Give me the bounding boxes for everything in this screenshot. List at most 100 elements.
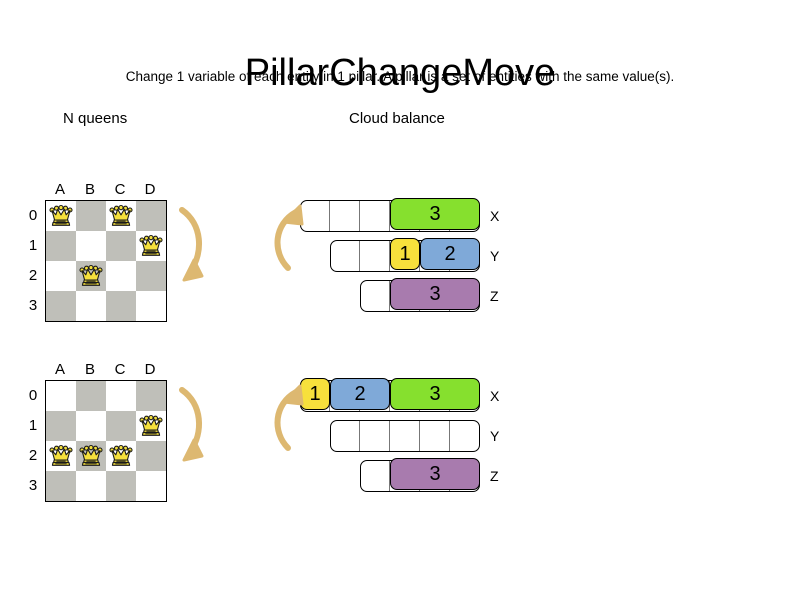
queen-slot-A0[interactable] (46, 201, 76, 231)
board-cell-A2[interactable] (46, 261, 76, 291)
cloud-unit-divider (359, 421, 361, 451)
queen-slot-D1[interactable] (136, 231, 166, 261)
queen-piece-B2[interactable] (76, 261, 106, 291)
board-cell-B0[interactable] (76, 201, 106, 231)
queen-slot-C0[interactable] (106, 201, 136, 231)
board-cell-D2[interactable] (136, 261, 166, 291)
queen-slot-C2[interactable] (106, 441, 136, 471)
row-label-0: 0 (28, 207, 38, 224)
cloud-computer-label-Z: Z (490, 468, 499, 484)
cloud-unit-divider (449, 421, 451, 451)
board-cell-C3[interactable] (106, 291, 136, 321)
column-label-C: C (114, 181, 126, 198)
board-cell-D0[interactable] (136, 381, 166, 411)
board-cell-D2[interactable] (136, 441, 166, 471)
column-label-D: D (144, 181, 156, 198)
cloud-computer-label-Y: Y (490, 248, 500, 264)
board-cell-C1[interactable] (106, 411, 136, 441)
board-cell-C1[interactable] (106, 231, 136, 261)
cloud-unit-divider (359, 241, 361, 271)
cloud-unit-divider (419, 421, 421, 451)
cloud-computer-label-Y: Y (490, 428, 500, 444)
cloud-process-Z-1[interactable]: 3 (390, 278, 480, 311)
cloud-process-Z-1[interactable]: 3 (390, 458, 480, 491)
board-cell-A1[interactable] (46, 411, 76, 441)
cloud-process-X-2[interactable]: 2 (330, 378, 390, 411)
cloud-process-value: 3 (429, 203, 441, 226)
section-heading-nqueens: N queens (63, 110, 128, 127)
cloud-unit-divider (389, 201, 391, 231)
column-label-C: C (114, 361, 126, 378)
board-cell-A3[interactable] (46, 471, 76, 501)
nqueens-move-arrow-top (179, 207, 204, 282)
queen-slot-B2[interactable] (76, 441, 106, 471)
queen-slot-A2[interactable] (46, 441, 76, 471)
queen-slot-D1[interactable] (136, 411, 166, 441)
row-label-1: 1 (28, 237, 38, 254)
board-cell-C0[interactable] (106, 381, 136, 411)
row-label-1: 1 (28, 417, 38, 434)
cloud-computer-label-Z: Z (490, 288, 499, 304)
cloud-unit-divider (389, 281, 391, 311)
column-label-B: B (84, 181, 95, 198)
column-label-A: A (54, 181, 65, 198)
queen-piece-D1[interactable] (136, 231, 166, 261)
row-label-3: 3 (28, 477, 38, 494)
board-cell-D3[interactable] (136, 471, 166, 501)
queen-piece-A2[interactable] (46, 441, 76, 471)
cloud-process-X-1[interactable]: 1 (300, 378, 330, 411)
cloud-process-value: 3 (429, 283, 441, 306)
board-cell-A0[interactable] (46, 381, 76, 411)
cloud-computer-label-X: X (490, 388, 500, 404)
cloud-process-value: 1 (399, 243, 411, 266)
cloud-process-value: 1 (309, 383, 321, 406)
row-label-2: 2 (28, 447, 38, 464)
cloud-capacity-bar-Y[interactable] (330, 420, 480, 452)
page-title: PillarChangeMove (244, 52, 556, 95)
cloud-process-value: 2 (354, 383, 366, 406)
row-label-0: 0 (28, 387, 38, 404)
board-cell-B1[interactable] (76, 411, 106, 441)
queen-piece-D1[interactable] (136, 411, 166, 441)
cloud-process-Y-2[interactable]: 2 (420, 238, 480, 271)
cloud-unit-divider (389, 421, 391, 451)
section-heading-cloud-balance: Cloud balance (349, 110, 445, 127)
cloud-process-X-1[interactable]: 3 (390, 198, 480, 231)
board-cell-B1[interactable] (76, 231, 106, 261)
chess-grid (45, 380, 167, 502)
cloud-process-value: 3 (429, 463, 441, 486)
cloud-process-value: 3 (429, 383, 441, 406)
board-cell-A3[interactable] (46, 291, 76, 321)
board-cell-D3[interactable] (136, 291, 166, 321)
cloud-unit-divider (389, 461, 391, 491)
cloud-computer-label-X: X (490, 208, 500, 224)
cloud-process-X-3[interactable]: 3 (390, 378, 480, 411)
cloud-computer-row-X: 1 2 3 X (300, 378, 499, 412)
board-cell-C2[interactable] (106, 261, 136, 291)
board-cell-C3[interactable] (106, 471, 136, 501)
board-cell-B3[interactable] (76, 291, 106, 321)
cloud-move-arrow-top (274, 204, 304, 271)
column-label-D: D (144, 361, 156, 378)
cloud-unit-divider (359, 201, 361, 231)
chess-grid (45, 200, 167, 322)
column-label-B: B (84, 361, 95, 378)
queen-piece-C2[interactable] (106, 441, 136, 471)
cloud-process-Y-1[interactable]: 1 (390, 238, 420, 271)
board-cell-B0[interactable] (76, 381, 106, 411)
board-cell-B3[interactable] (76, 471, 106, 501)
row-label-3: 3 (28, 297, 38, 314)
board-cell-A1[interactable] (46, 231, 76, 261)
board-cell-D0[interactable] (136, 201, 166, 231)
queen-slot-B2[interactable] (76, 261, 106, 291)
queen-piece-C0[interactable] (106, 201, 136, 231)
queen-piece-A0[interactable] (46, 201, 76, 231)
row-label-2: 2 (28, 267, 38, 284)
column-label-A: A (54, 361, 65, 378)
cloud-unit-divider (389, 241, 391, 271)
cloud-computer-row-Y: Y (300, 420, 499, 452)
queen-piece-B2[interactable] (76, 441, 106, 471)
